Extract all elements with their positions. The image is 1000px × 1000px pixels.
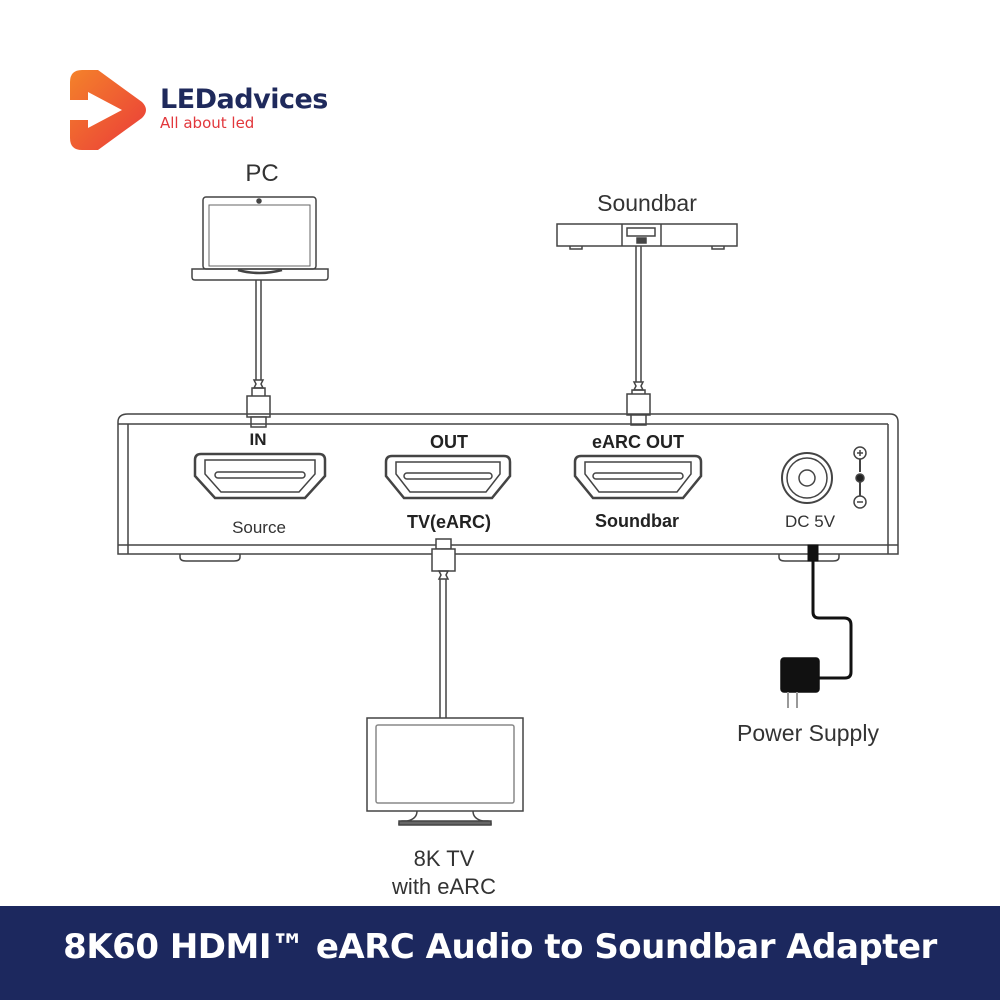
brand-logo: LEDadvices All about led xyxy=(68,68,358,152)
dc-power-jack-icon xyxy=(781,452,833,504)
tv-label-line1: 8K TV xyxy=(413,846,475,871)
power-cable xyxy=(807,544,853,680)
tv-hdmi-cable xyxy=(431,538,456,718)
port-soundbar-label: Soundbar xyxy=(595,511,679,531)
hdmi-port-out-icon xyxy=(384,454,512,500)
tv-icon xyxy=(366,717,524,826)
port-in-label: IN xyxy=(249,430,267,449)
power-adapter-icon xyxy=(780,657,820,708)
port-source-label: Source xyxy=(232,518,286,537)
pc-label: PC xyxy=(245,160,279,187)
polarity-symbol-icon xyxy=(853,446,867,509)
soundbar-label: Soundbar xyxy=(597,190,697,216)
soundbar-hdmi-cable xyxy=(626,246,651,426)
hdmi-port-earc-out-icon xyxy=(573,454,703,500)
adapter-body xyxy=(117,413,899,562)
soundbar-icon xyxy=(556,223,738,250)
port-tv-earc-label: TV(eARC) xyxy=(407,512,491,532)
dc-5v-label: DC 5V xyxy=(784,512,836,531)
connection-diagram xyxy=(117,196,899,826)
banner-title: 8K60 HDMI™ eARC Audio to Soundbar Adapte… xyxy=(63,927,937,967)
tv-label-line2: with eARC xyxy=(392,874,496,899)
brand-name: LEDadvices xyxy=(160,84,328,115)
play-arrow-logo-icon xyxy=(70,70,146,150)
hdmi-port-in-icon xyxy=(193,452,327,500)
laptop-icon xyxy=(191,196,329,281)
brand-tagline: All about led xyxy=(160,114,255,132)
port-out-label: OUT xyxy=(430,432,468,452)
pc-hdmi-cable xyxy=(246,280,271,428)
power-supply-label: Power Supply xyxy=(737,720,879,746)
port-earc-out-label: eARC OUT xyxy=(591,432,685,452)
title-banner: 8K60 HDMI™ eARC Audio to Soundbar Adapte… xyxy=(0,906,1000,1000)
